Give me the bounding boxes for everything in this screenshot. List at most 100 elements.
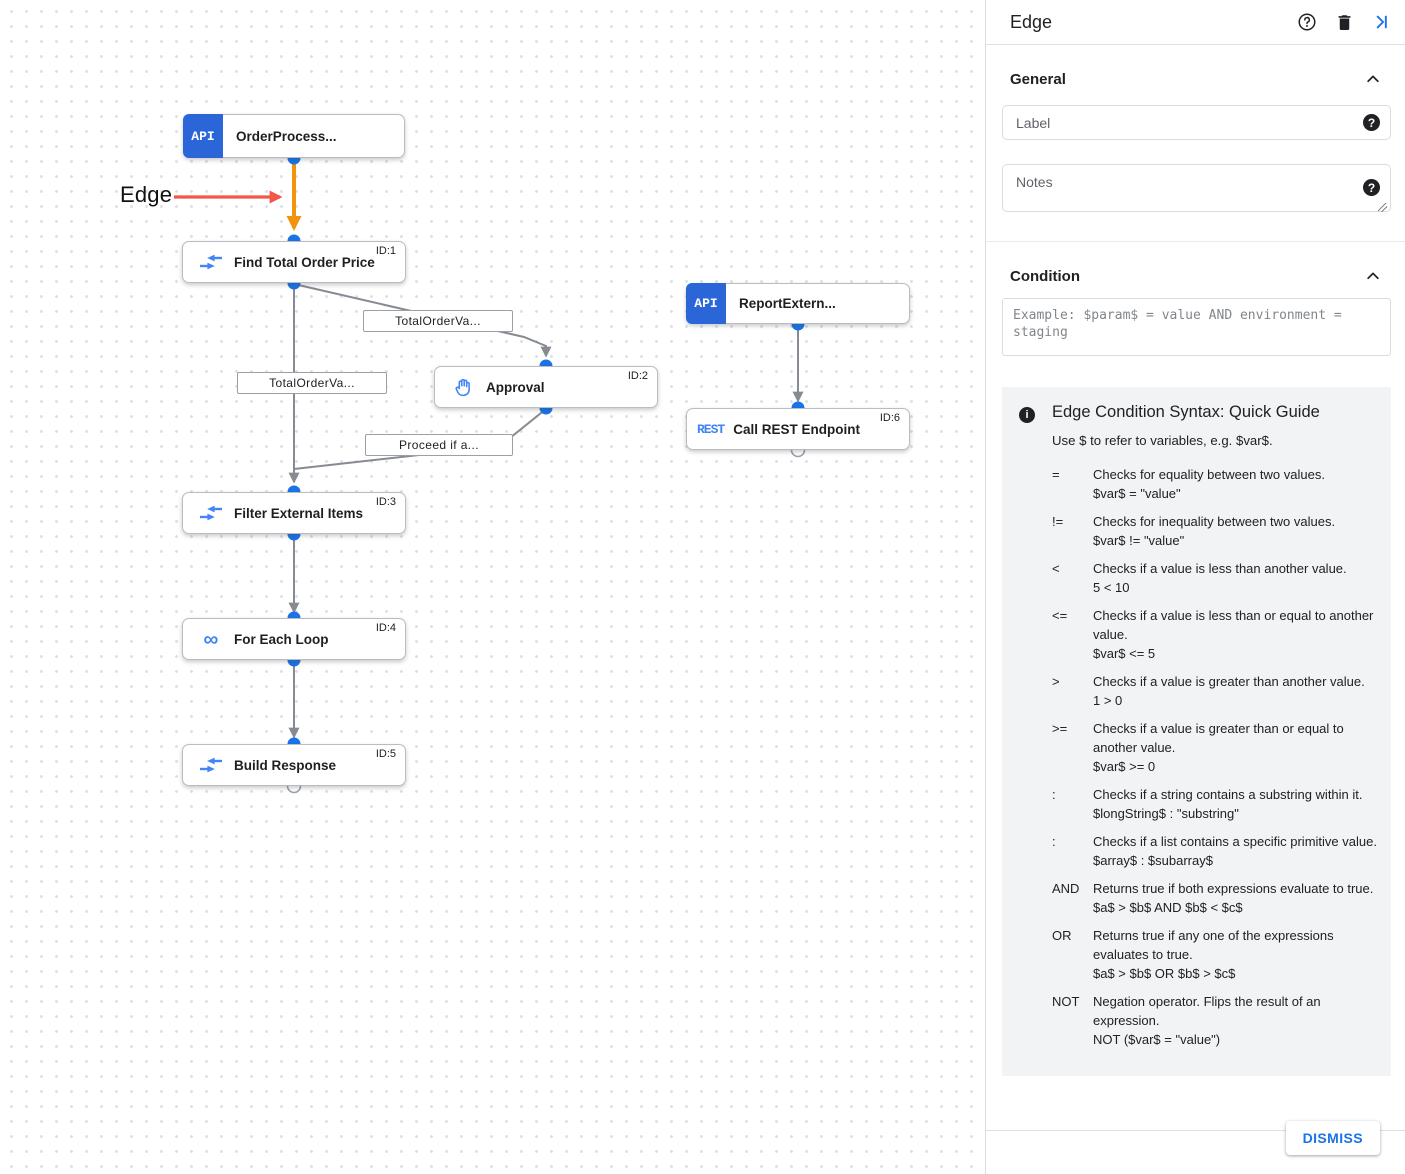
node-id-badge: ID:6 [879, 412, 900, 424]
guide-example: $var$ != "value" [1093, 533, 1185, 548]
help-icon[interactable] [1297, 12, 1317, 32]
guide-operator: <= [1052, 608, 1068, 623]
guide-desc: Negation operator. Flips the result of a… [1093, 994, 1321, 1028]
info-icon [1019, 407, 1035, 423]
chevron-up-icon[interactable] [1363, 266, 1383, 286]
edge-label-totalorder-approval[interactable]: TotalOrderVa... [363, 310, 513, 332]
guide-desc: Checks if a string contains a substring … [1093, 787, 1363, 802]
guide-example: $a$ > $b$ AND $b$ < $c$ [1093, 900, 1243, 915]
dismiss-button[interactable]: DISMISS [1285, 1121, 1380, 1155]
node-id-badge: ID:3 [375, 496, 396, 508]
condition-section: Condition [986, 266, 1405, 361]
api-trigger-icon: API [686, 283, 726, 324]
guide-operator: > [1052, 674, 1060, 689]
condition-input[interactable] [1002, 298, 1391, 356]
node-title: Approval [486, 379, 545, 395]
edge-annotation-label: Edge [120, 182, 173, 207]
guide-row: > Checks if a value is greater than anot… [1052, 672, 1377, 710]
node-title: ReportExtern... [739, 296, 836, 311]
node-filter-external-items[interactable]: Filter External Items ID:3 [182, 492, 406, 534]
guide-row: OR Returns true if any one of the expres… [1052, 926, 1377, 983]
node-title: OrderProcess... [236, 128, 337, 144]
approval-hand-icon [449, 377, 477, 398]
node-reportextern[interactable]: API ReportExtern... [686, 283, 910, 324]
guide-row: <= Checks if a value is less than or equ… [1052, 606, 1377, 663]
guide-example: $a$ > $b$ OR $b$ > $c$ [1093, 966, 1236, 981]
node-id-badge: ID:2 [627, 370, 648, 382]
node-title: Filter External Items [234, 505, 364, 521]
guide-desc: Checks if a value is less than or equal … [1093, 608, 1374, 642]
data-mapping-icon [197, 757, 225, 773]
panel-title: Edge [1010, 11, 1053, 32]
guide-row: = Checks for equality between two values… [1052, 465, 1377, 503]
node-title: Find Total Order Price [234, 254, 375, 270]
guide-desc: Checks for inequality between two values… [1093, 514, 1336, 529]
guide-example: $var$ <= 5 [1093, 646, 1156, 661]
guide-desc: Checks if a value is less than another v… [1093, 561, 1347, 576]
node-call-rest-endpoint[interactable]: REST Call REST Endpoint ID:6 [686, 408, 910, 450]
guide-row: : Checks if a string contains a substrin… [1052, 785, 1377, 823]
guide-operator: : [1052, 787, 1056, 802]
guide-operator: OR [1052, 928, 1072, 943]
guide-row: < Checks if a value is less than another… [1052, 559, 1377, 597]
guide-desc: Checks for equality between two values. [1093, 467, 1325, 482]
node-title: For Each Loop [234, 631, 329, 647]
guide-example: $longString$ : "substring" [1093, 806, 1239, 821]
guide-example: $array$ : $subarray$ [1093, 853, 1213, 868]
guide-row: : Checks if a list contains a specific p… [1052, 832, 1377, 870]
delete-icon[interactable] [1334, 12, 1354, 32]
guide-desc: Returns true if both expressions evaluat… [1093, 881, 1374, 896]
guide-desc: Checks if a value is greater than anothe… [1093, 674, 1365, 689]
footer-divider [986, 1130, 1405, 1131]
flow-canvas[interactable]: Edge API OrderProcess... Find Total Orde… [0, 0, 985, 1174]
node-id-badge: ID:1 [375, 245, 396, 257]
node-id-badge: ID:4 [375, 622, 396, 634]
edge-label-proceed[interactable]: Proceed if a... [365, 434, 513, 456]
section-divider [986, 241, 1405, 242]
panel-header: Edge [986, 0, 1405, 45]
guide-row: NOT Negation operator. Flips the result … [1052, 992, 1377, 1049]
edge-label-totalorder-filter[interactable]: TotalOrderVa... [237, 372, 387, 394]
label-help-icon[interactable] [1363, 114, 1380, 131]
guide-example: NOT ($var$ = "value") [1093, 1032, 1221, 1047]
node-find-total-order-price[interactable]: Find Total Order Price ID:1 [182, 241, 406, 283]
guide-desc: Checks if a list contains a specific pri… [1093, 834, 1377, 849]
chevron-up-icon[interactable] [1363, 69, 1383, 89]
resize-grip-icon[interactable] [1378, 203, 1387, 212]
guide-operator: = [1052, 467, 1060, 482]
data-mapping-icon [197, 505, 225, 521]
guide-operator: NOT [1052, 994, 1080, 1009]
guide-example: 1 > 0 [1093, 693, 1123, 708]
node-title: Call REST Endpoint [733, 421, 860, 437]
guide-example: $var$ = "value" [1093, 486, 1181, 501]
loop-icon [197, 629, 225, 650]
data-mapping-icon [197, 254, 225, 270]
notes-help-icon[interactable] [1363, 179, 1380, 196]
guide-operator: != [1052, 514, 1064, 529]
general-section: General [986, 69, 1405, 217]
condition-section-title: Condition [1010, 267, 1080, 285]
guide-desc: Returns true if any one of the expressio… [1093, 928, 1334, 962]
guide-operator: >= [1052, 721, 1068, 736]
api-trigger-icon: API [183, 114, 223, 158]
guide-row: AND Returns true if both expressions eva… [1052, 879, 1377, 917]
node-for-each-loop[interactable]: For Each Loop ID:4 [182, 618, 406, 660]
guide-row: >= Checks if a value is greater than or … [1052, 719, 1377, 776]
node-approval[interactable]: Approval ID:2 [434, 366, 658, 408]
node-orderprocess[interactable]: API OrderProcess... [183, 114, 405, 158]
condition-syntax-guide: Edge Condition Syntax: Quick Guide Use $… [1002, 387, 1391, 1076]
guide-intro: Use $ to refer to variables, e.g. $var$. [1052, 433, 1273, 448]
guide-operator: : [1052, 834, 1056, 849]
guide-row: != Checks for inequality between two val… [1052, 512, 1377, 550]
edge-config-panel: Edge General [985, 0, 1405, 1174]
collapse-panel-icon[interactable] [1371, 12, 1391, 32]
guide-example: $var$ >= 0 [1093, 759, 1156, 774]
guide-operator: AND [1052, 881, 1080, 896]
notes-input[interactable] [1002, 164, 1391, 212]
node-title: Build Response [234, 757, 337, 773]
guide-desc: Checks if a value is greater than or equ… [1093, 721, 1344, 755]
node-build-response[interactable]: Build Response ID:5 [182, 744, 406, 786]
guide-example: 5 < 10 [1093, 580, 1130, 595]
label-input[interactable] [1002, 105, 1391, 140]
